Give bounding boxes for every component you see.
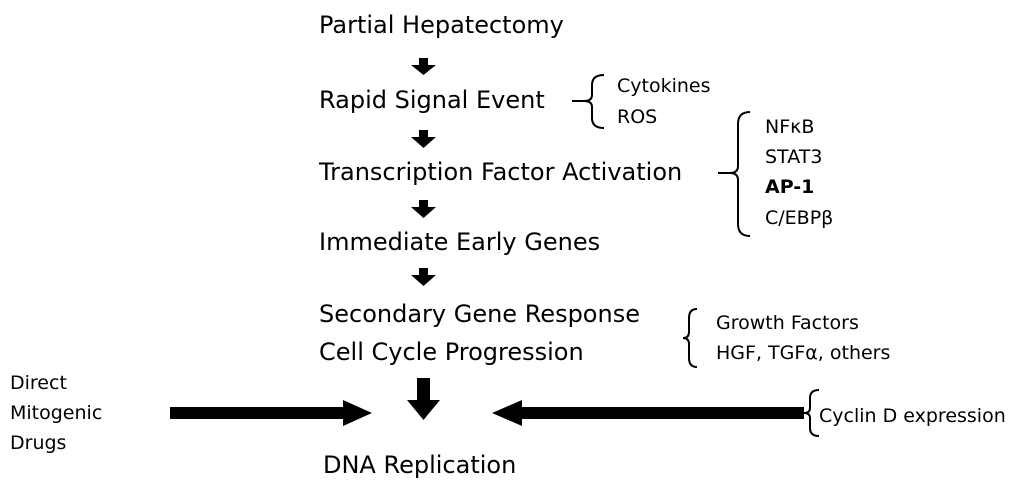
label-growth-factors: Growth Factors bbox=[716, 312, 859, 334]
label-cyclin-d-expression: Cyclin D expression bbox=[819, 405, 1006, 427]
label-cytokines: Cytokines bbox=[617, 75, 711, 97]
label-ros: ROS bbox=[617, 106, 658, 128]
bracket-signals bbox=[583, 74, 605, 129]
bracket-cyclin-d bbox=[803, 389, 820, 437]
down-arrow-5 bbox=[407, 378, 440, 420]
label-nfkb: NFκB bbox=[765, 116, 815, 138]
label-ap1: AP-1 bbox=[765, 176, 815, 198]
label-direct: Direct bbox=[10, 372, 67, 394]
bracket-growth-factors bbox=[682, 308, 698, 368]
down-arrow-2 bbox=[411, 130, 436, 148]
left-input-arrow bbox=[170, 400, 372, 426]
step-rapid-signal-event: Rapid Signal Event bbox=[319, 86, 545, 114]
label-cebpb: C/EBPβ bbox=[765, 207, 834, 229]
label-growth-factor-examples: HGF, TGFα, others bbox=[716, 342, 891, 364]
label-mitogenic: Mitogenic bbox=[10, 402, 103, 424]
step-secondary-gene-response: Secondary Gene Response bbox=[319, 300, 640, 328]
label-drugs: Drugs bbox=[10, 432, 67, 454]
bracket-transcription-factors bbox=[729, 111, 751, 237]
step-dna-replication: DNA Replication bbox=[323, 451, 517, 479]
right-input-arrow bbox=[492, 400, 804, 426]
down-arrow-3 bbox=[411, 200, 436, 218]
step-transcription-factor-activation: Transcription Factor Activation bbox=[319, 158, 683, 186]
label-stat3: STAT3 bbox=[765, 146, 823, 168]
down-arrow-4 bbox=[411, 268, 436, 286]
step-partial-hepatectomy: Partial Hepatectomy bbox=[319, 11, 564, 39]
down-arrow-1 bbox=[411, 58, 436, 75]
step-cell-cycle-progression: Cell Cycle Progression bbox=[319, 338, 584, 366]
step-immediate-early-genes: Immediate Early Genes bbox=[319, 228, 601, 256]
